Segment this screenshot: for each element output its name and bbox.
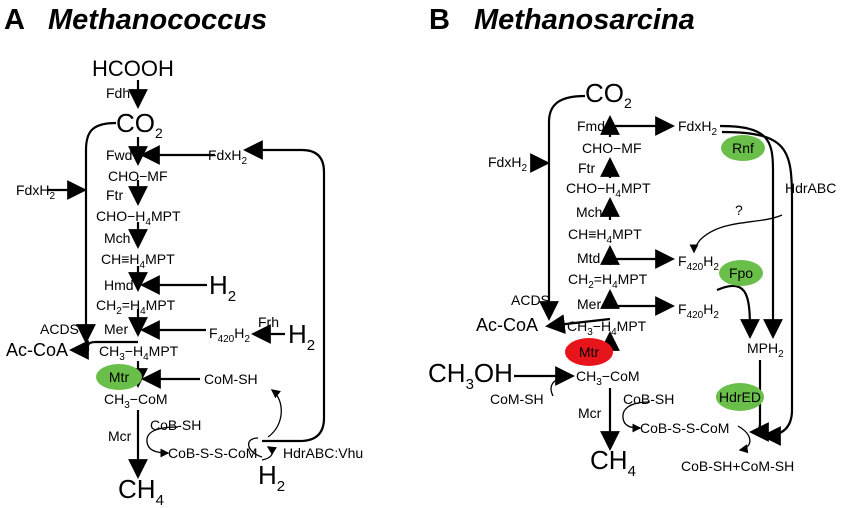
arrow-co2-acds bbox=[76, 121, 117, 344]
arrow-f420h2-mph2-fpo bbox=[716, 284, 760, 339]
label-ch3oh: CH3OH bbox=[428, 358, 513, 393]
label-hcooh: HCOOH bbox=[92, 56, 174, 81]
arrow-ch3hmpt-accoa bbox=[545, 314, 611, 334]
enzyme-mtr: Mtr bbox=[109, 369, 130, 385]
label-cho-h4mpt: CHO−H4MPT bbox=[96, 208, 181, 228]
enzyme-mcr: Mcr bbox=[108, 428, 132, 444]
enzyme-rnf: Rnf bbox=[732, 140, 754, 156]
label-f420h2: F420H2 bbox=[209, 325, 250, 345]
enzyme-mch: Mch bbox=[104, 230, 130, 246]
label-com-sh: CoM-SH bbox=[490, 391, 544, 407]
arrow-ch3hmpt-accoa bbox=[69, 340, 138, 360]
panel-a-title: Methanococcus bbox=[48, 4, 267, 36]
label-ch4: CH4 bbox=[118, 474, 164, 508]
arrow-hdr-comsh bbox=[267, 389, 282, 438]
enzyme-rnf-badge bbox=[721, 135, 765, 161]
label-cho-mf: CHO−MF bbox=[582, 140, 642, 156]
enzyme-mtr-badge bbox=[96, 364, 142, 390]
arrow-cobscom-products bbox=[737, 425, 751, 454]
arrow-hdr-fdxh2 bbox=[243, 140, 326, 443]
label-cho-h4mpt: CHO−H4MPT bbox=[566, 180, 651, 200]
label-acetyl-coa: Ac-CoA bbox=[6, 340, 68, 360]
enzyme-ftr: Ftr bbox=[578, 160, 595, 176]
label-cob-sh: CoB-SH bbox=[623, 391, 674, 407]
arrow-hdr-cobsh bbox=[248, 437, 263, 458]
enzyme-mer: Mer bbox=[577, 296, 601, 312]
label-ch3-com: CH3−CoM bbox=[576, 368, 640, 388]
label-fdxh2-top: FdxH2 bbox=[208, 147, 247, 167]
arrow-cobsh-cobscom bbox=[622, 401, 651, 433]
panel-b-letter: B bbox=[429, 4, 450, 36]
enzyme-mer: Mer bbox=[104, 321, 128, 337]
label-f420h2-mer: F420H2 bbox=[678, 301, 719, 321]
enzyme-fpo-badge bbox=[719, 260, 763, 286]
arrow-mph2-hdred bbox=[749, 360, 769, 442]
label-mph2: MPH2 bbox=[747, 340, 784, 360]
enzyme-hdred-badge bbox=[716, 383, 764, 411]
label-fdxh2-left: FdxH2 bbox=[488, 154, 527, 174]
arrow-co2-acds bbox=[539, 94, 586, 321]
arrow-h2-hdr bbox=[261, 446, 277, 461]
label-co2: CO2 bbox=[116, 108, 163, 141]
label-ch3-h4mpt: CH3−H4MPT bbox=[99, 343, 179, 363]
arrow-comsh-in bbox=[550, 377, 567, 397]
label-cob-s-s-com: CoB-S-S-CoM bbox=[640, 420, 729, 436]
label-ch-h4mpt: CH≡H4MPT bbox=[101, 251, 175, 271]
enzyme-mcr: Mcr bbox=[578, 405, 602, 421]
label-acetyl-coa: Ac-CoA bbox=[476, 315, 538, 335]
enzyme-mtd: Mtd bbox=[577, 250, 600, 266]
enzyme-hdred: HdrED bbox=[719, 389, 761, 405]
enzyme-ftr: Ftr bbox=[106, 187, 123, 203]
enzyme-fdh: Fdh bbox=[106, 85, 130, 101]
label-ch4: CH4 bbox=[590, 445, 636, 480]
label-fdxh2-left: FdxH2 bbox=[16, 182, 55, 202]
label-ch2-h4mpt: CH2=H4MPT bbox=[568, 271, 648, 291]
panel-b: B Methanosarcina CO2 Fmd FdxH2 bbox=[428, 4, 836, 480]
enzyme-mtr: Mtr bbox=[579, 344, 600, 360]
enzyme-hdrabc: HdrABC bbox=[785, 180, 836, 196]
arrow-fdxh2-hdrabc bbox=[721, 130, 794, 446]
label-question: ? bbox=[735, 202, 743, 218]
arrow-cobsh-cobscom bbox=[146, 426, 179, 458]
label-ch2-h4mpt: CH2=H4MPT bbox=[96, 297, 176, 317]
label-f420h2-mtd: F420H2 bbox=[678, 253, 719, 273]
label-co2: CO2 bbox=[585, 78, 632, 111]
label-com-sh: CoM-SH bbox=[204, 371, 258, 387]
enzyme-fpo: Fpo bbox=[729, 265, 753, 281]
enzyme-frh: Frh bbox=[258, 314, 279, 330]
label-cob-s-s-com: CoB-S-S-CoM bbox=[168, 445, 257, 461]
enzyme-mch: Mch bbox=[576, 204, 602, 220]
panel-a-letter: A bbox=[4, 4, 25, 36]
label-products: CoB-SH+CoM-SH bbox=[681, 458, 794, 474]
arrow-hdrabc-f420h2 bbox=[689, 214, 783, 254]
label-cho-mf: CHO−MF bbox=[108, 168, 168, 184]
label-ch3-com: CH3−CoM bbox=[104, 391, 168, 411]
label-cob-sh: CoB-SH bbox=[150, 417, 201, 433]
enzyme-hmd: Hmd bbox=[104, 277, 134, 293]
label-fdxh2-top: FdxH2 bbox=[678, 118, 717, 138]
arrow-fdxh2-mph2-rnf bbox=[719, 124, 783, 339]
label-h2-hmd: H2 bbox=[209, 270, 236, 305]
panel-b-title: Methanosarcina bbox=[474, 4, 695, 36]
panel-a: A Methanococcus HCOOH Fdh CO2 Fwd F bbox=[4, 4, 363, 508]
label-h2-hdr: H2 bbox=[258, 460, 285, 495]
enzyme-acds: ACDS bbox=[40, 321, 79, 337]
enzyme-acds: ACDS bbox=[511, 292, 550, 308]
enzyme-fwd: Fwd bbox=[106, 147, 132, 163]
label-ch3-h4mpt: CH3−H4MPT bbox=[567, 318, 647, 338]
enzyme-fmd: Fmd bbox=[577, 118, 605, 134]
enzyme-hdr-vhu: HdrABC:Vhu bbox=[283, 445, 363, 461]
label-h2-frh: H2 bbox=[288, 319, 315, 354]
label-ch-h4mpt: CH≡H4MPT bbox=[568, 226, 642, 246]
enzyme-mtr-badge bbox=[565, 338, 613, 366]
